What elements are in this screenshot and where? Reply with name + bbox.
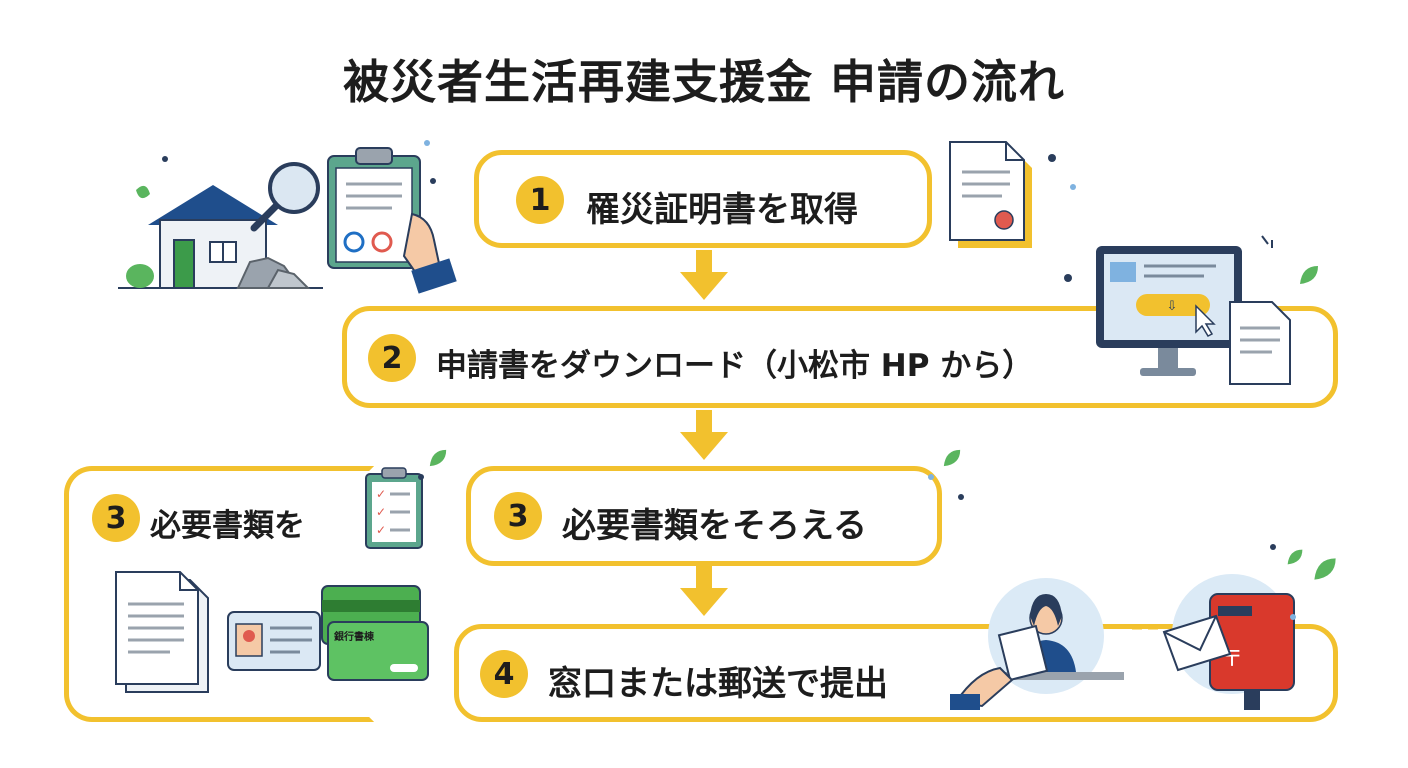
leaf-icon (429, 449, 447, 467)
svg-text:⇩: ⇩ (1167, 299, 1178, 314)
document-stack-icon (115, 571, 209, 693)
monitor-download-icon: ⇩ (1096, 235, 1291, 385)
leaf-icon (1287, 549, 1303, 565)
leaf-icon (1314, 558, 1336, 580)
decor-dot (430, 178, 436, 184)
decor-dot (1290, 614, 1296, 620)
decor-dot (1070, 184, 1076, 190)
svg-text:✓: ✓ (376, 505, 386, 519)
side-step-badge: 3 (92, 494, 140, 542)
step-3-box (466, 466, 942, 566)
counter-clerk-icon (950, 578, 1124, 710)
step-4-label: 窓口または郵送で提出 (548, 664, 888, 704)
leaf-icon (1300, 266, 1318, 284)
certificate-document-icon (949, 141, 1032, 248)
house-icon (118, 185, 323, 289)
decor-dot (418, 474, 424, 480)
side-step-label: 必要書類を (150, 508, 305, 544)
decor-dot (928, 474, 934, 480)
postbox-icon: 〒 (1162, 574, 1295, 710)
svg-text:✓: ✓ (376, 523, 386, 537)
decor-dot (1064, 274, 1072, 282)
svg-text:✓: ✓ (376, 487, 386, 501)
leaf-icon (943, 449, 961, 467)
clipboard-certificate-icon (327, 147, 457, 294)
bank-card-text: 銀行書棟 (334, 632, 374, 643)
step-1-label: 罹災証明書を取得 (586, 190, 858, 230)
magnifier-icon (250, 162, 320, 232)
arrow-down-icon (680, 410, 728, 460)
step-2-badge: 2 (368, 334, 416, 382)
step-1-badge: 1 (516, 176, 564, 224)
arrow-down-icon (680, 250, 728, 300)
decor-dot (1048, 154, 1056, 162)
checklist-icon: ✓ ✓ ✓ (365, 467, 423, 549)
decor-dot (162, 156, 168, 162)
decor-dot (1270, 544, 1276, 550)
bank-card-icon (321, 585, 429, 681)
step-3-badge: 3 (494, 492, 542, 540)
id-card-icon (227, 611, 321, 671)
step-2-label: 申請書をダウンロード（小松市 HP から） (436, 348, 1034, 384)
step-3-label: 必要書類をそろえる (562, 506, 867, 546)
page-title: 被災者生活再建支援金 申請の流れ (342, 55, 1065, 109)
connector-dash-icon (1132, 624, 1158, 630)
decor-dot (424, 140, 430, 146)
decor-dot (958, 494, 964, 500)
step-4-badge: 4 (480, 650, 528, 698)
arrow-down-icon (680, 566, 728, 616)
